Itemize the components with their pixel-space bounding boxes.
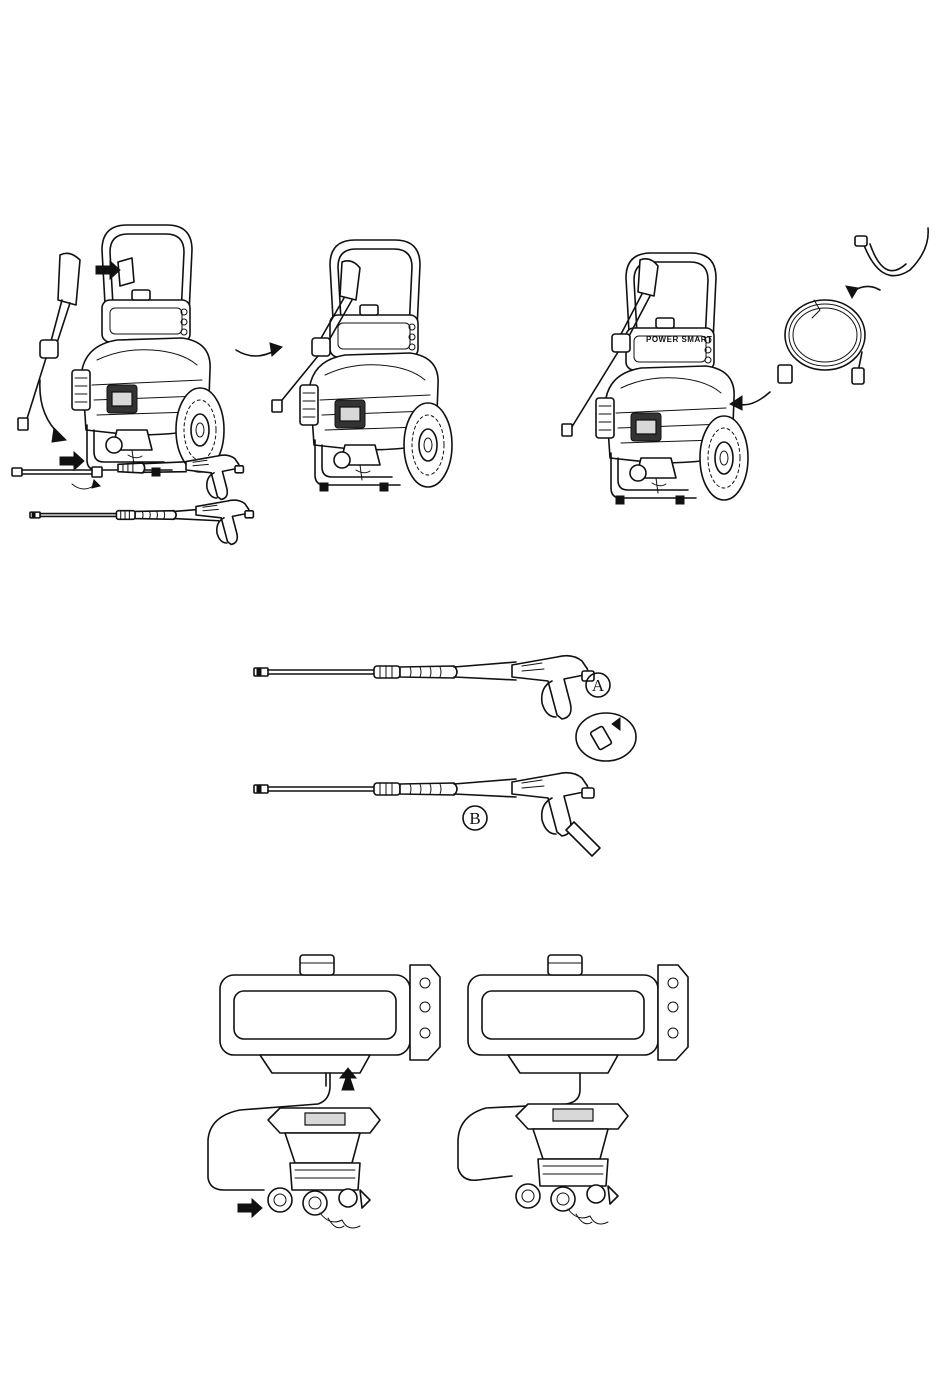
pressure-washer-icon bbox=[72, 225, 224, 476]
assembly-arrow-icon bbox=[40, 380, 60, 435]
insert-arrow-icon bbox=[238, 1199, 262, 1217]
insert-arrow-icon bbox=[612, 718, 620, 730]
spray-gun-wand-assembly: A B bbox=[254, 656, 636, 856]
hose-icon bbox=[778, 228, 928, 384]
detergent-tank-icon bbox=[468, 955, 688, 1073]
detergent-tank-icon bbox=[220, 955, 440, 1073]
pressure-washer-icon bbox=[300, 240, 452, 491]
pump-icon bbox=[268, 1108, 380, 1228]
pump-icon bbox=[516, 1104, 628, 1224]
insert-arrow-icon bbox=[96, 261, 120, 279]
wand-assembly-a: A bbox=[254, 656, 636, 761]
insert-arrow-icon bbox=[60, 452, 84, 470]
lance-assembled bbox=[30, 500, 253, 544]
assembly-arrow-icon bbox=[236, 350, 276, 356]
assembly-arrow-icon bbox=[738, 392, 770, 405]
spray-gun-icon bbox=[18, 253, 80, 430]
pressure-washer-assembly-steps: POWER SMART bbox=[12, 225, 928, 544]
detergent-tank-hose-connection bbox=[208, 955, 688, 1228]
brand-label: POWER SMART bbox=[646, 335, 712, 344]
pressure-washer-icon bbox=[596, 253, 748, 504]
callout-b-label: B bbox=[469, 809, 480, 828]
gun-holder-bracket bbox=[118, 258, 134, 286]
callout-a-label: A bbox=[592, 676, 605, 695]
lance-disassembled bbox=[12, 452, 243, 499]
wand-assembly-b: B bbox=[254, 773, 600, 856]
